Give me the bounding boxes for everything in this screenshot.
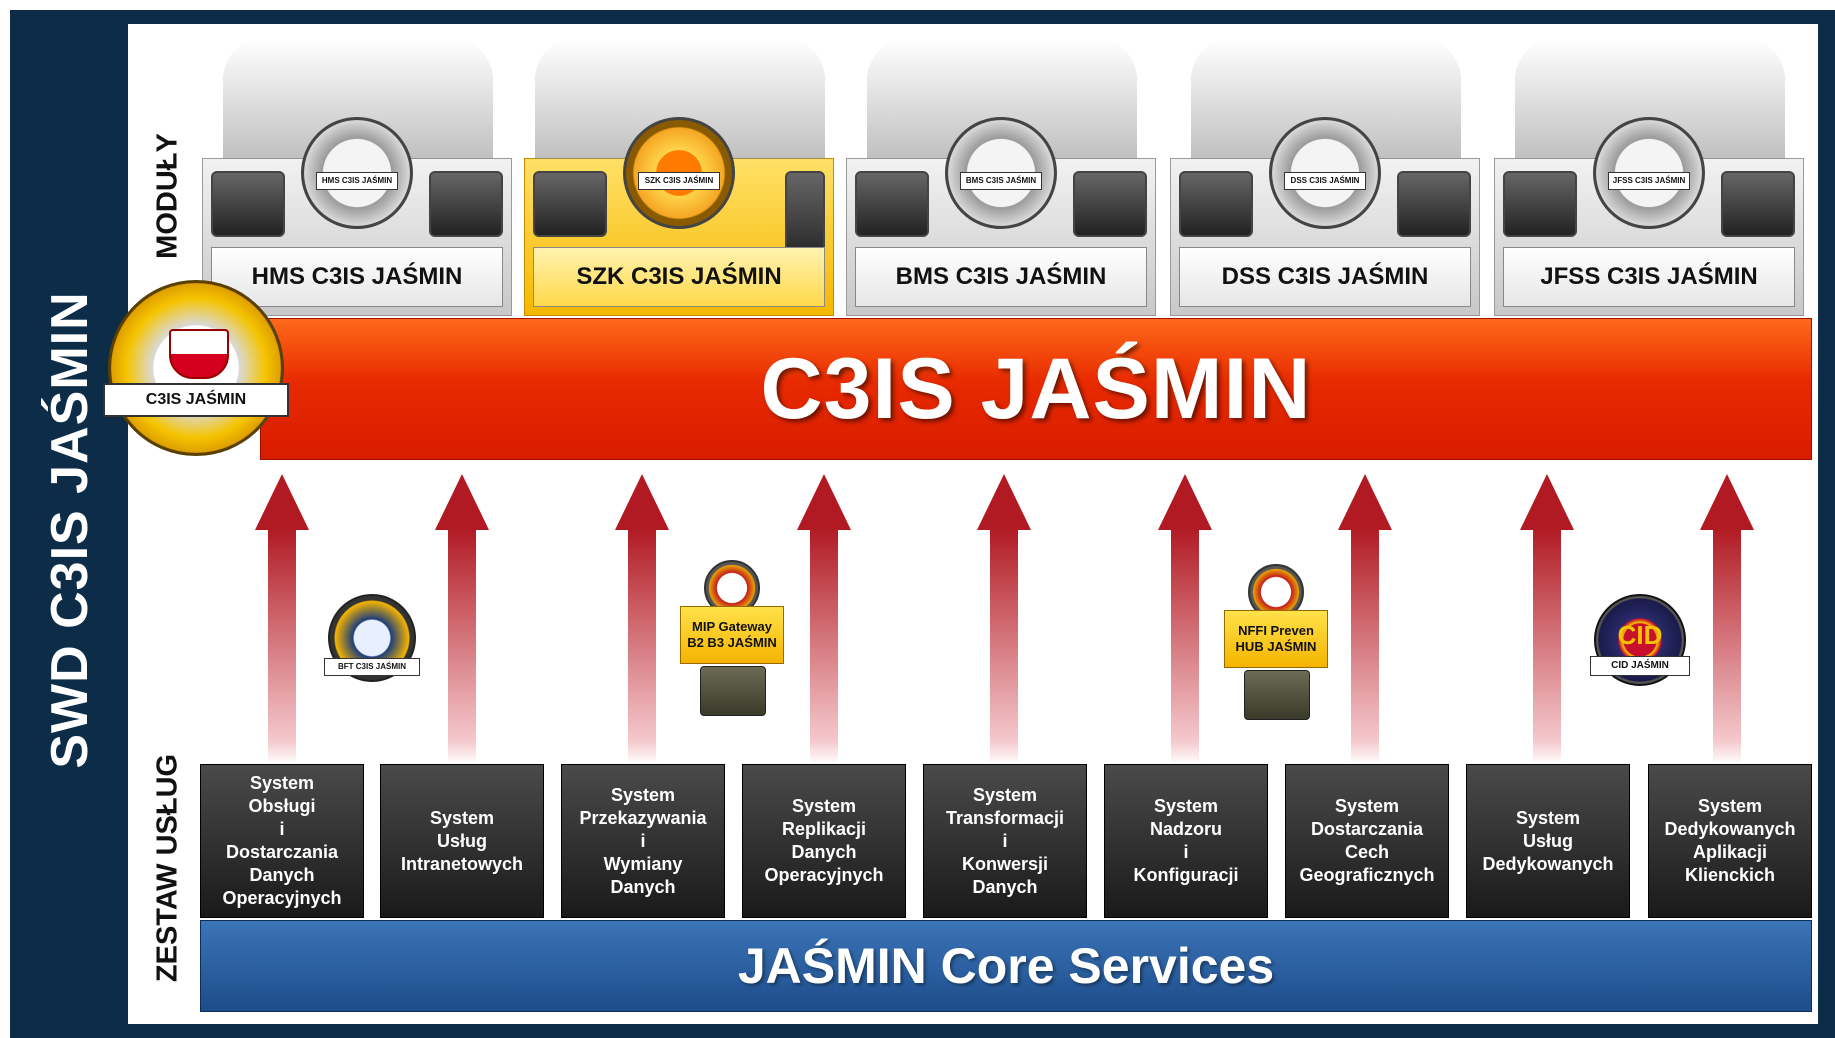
module-hms-device-icon bbox=[429, 171, 503, 237]
cid-badge: CID CID JAŚMIN bbox=[1590, 594, 1690, 694]
service-box[interactable]: System Obsługi i Dostarczania Danych Ope… bbox=[200, 764, 364, 918]
arrow-up-icon bbox=[255, 474, 309, 764]
module-hms-device-icon bbox=[211, 171, 285, 237]
module-jfss-badge-text: JFSS C3IS JAŚMIN bbox=[1608, 172, 1690, 190]
service-box[interactable]: System Transformacji i Konwersji Danych bbox=[923, 764, 1087, 918]
mip-gateway: MIP Gateway B2 B3 JAŚMIN bbox=[680, 560, 784, 720]
side-title-text: SWD C3IS JAŚMIN bbox=[41, 291, 99, 769]
service-label: System Przekazywania i Wymiany Danych bbox=[579, 784, 707, 897]
module-jfss-device-icon bbox=[1503, 171, 1577, 237]
service-box[interactable]: System Przekazywania i Wymiany Danych bbox=[561, 764, 725, 918]
module-hms-label: HMS C3IS JAŚMIN bbox=[211, 247, 503, 307]
module-szk-badge-text: SZK C3IS JAŚMIN bbox=[638, 172, 720, 190]
mip-gateway-label: MIP Gateway B2 B3 JAŚMIN bbox=[680, 606, 784, 664]
arrow-up-icon bbox=[1338, 474, 1392, 764]
module-dss[interactable]: DSS C3IS JAŚMIN DSS C3IS JAŚMIN bbox=[1170, 39, 1480, 316]
bft-badge: BFT C3IS JAŚMIN bbox=[324, 594, 420, 690]
arrow-up-icon bbox=[615, 474, 669, 764]
module-szk-label: SZK C3IS JAŚMIN bbox=[533, 247, 825, 307]
nffi-hub-label: NFFI Preven HUB JAŚMIN bbox=[1224, 610, 1328, 668]
nffi-hub: NFFI Preven HUB JAŚMIN bbox=[1224, 564, 1328, 724]
arrow-up-icon bbox=[977, 474, 1031, 764]
bft-badge-text: BFT C3IS JAŚMIN bbox=[324, 658, 420, 676]
service-label: System Dostarczania Cech Geograficznych bbox=[1299, 796, 1435, 885]
arrow-up-icon bbox=[797, 474, 851, 764]
service-label: System Transformacji i Konwersji Danych bbox=[945, 784, 1065, 897]
module-hms-badge-text: HMS C3IS JAŚMIN bbox=[316, 172, 398, 190]
module-bms[interactable]: BMS C3IS JAŚMIN BMS C3IS JAŚMIN bbox=[846, 39, 1156, 316]
service-box[interactable]: System Usług Intranetowych bbox=[380, 764, 544, 918]
service-box[interactable]: System Dedykowanych Aplikacji Klienckich bbox=[1648, 764, 1812, 918]
service-label: System Usług Intranetowych bbox=[400, 807, 524, 874]
module-jfss-label: JFSS C3IS JAŚMIN bbox=[1503, 247, 1795, 307]
modules-label-text: MODUŁY bbox=[151, 133, 184, 259]
module-bms-label: BMS C3IS JAŚMIN bbox=[855, 247, 1147, 307]
cid-logo-text: CID bbox=[1617, 620, 1663, 650]
module-dss-label: DSS C3IS JAŚMIN bbox=[1179, 247, 1471, 307]
service-box[interactable]: System Usług Dedykowanych bbox=[1466, 764, 1630, 918]
arrow-up-icon bbox=[435, 474, 489, 764]
side-title: SWD C3IS JAŚMIN bbox=[28, 232, 112, 828]
module-szk-badge-icon: SZK C3IS JAŚMIN bbox=[623, 117, 735, 229]
service-label: System Obsługi i Dostarczania Danych Ope… bbox=[222, 773, 342, 908]
arrow-up-icon bbox=[1158, 474, 1212, 764]
module-hms[interactable]: HMS C3IS JAŚMIN HMS C3IS JAŚMIN bbox=[202, 39, 512, 316]
module-dss-device-icon bbox=[1179, 171, 1253, 237]
module-jfss-device-icon bbox=[1721, 171, 1795, 237]
cid-badge-text: CID JAŚMIN bbox=[1590, 656, 1690, 676]
services-set-label-text: ZESTAW USŁUG bbox=[151, 753, 184, 983]
mip-gateway-device-icon bbox=[700, 666, 766, 716]
module-bms-device-icon bbox=[1073, 171, 1147, 237]
module-jfss[interactable]: JFSS C3IS JAŚMIN JFSS C3IS JAŚMIN bbox=[1494, 39, 1804, 316]
service-label: System Replikacji Danych Operacyjnych bbox=[764, 796, 884, 885]
service-label: System Nadzoru i Konfiguracji bbox=[1133, 796, 1239, 885]
main-emblem-icon: C3IS JAŚMIN bbox=[103, 280, 289, 456]
module-dss-badge-icon: DSS C3IS JAŚMIN bbox=[1269, 117, 1381, 229]
module-szk-device-icon bbox=[533, 171, 607, 237]
module-bms-badge-icon: BMS C3IS JAŚMIN bbox=[945, 117, 1057, 229]
module-szk[interactable]: SZK C3IS JAŚMIN SZK C3IS JAŚMIN bbox=[524, 39, 834, 316]
arrow-up-icon bbox=[1520, 474, 1574, 764]
service-label: System Usług Dedykowanych bbox=[1482, 807, 1614, 874]
module-bms-device-icon bbox=[855, 171, 929, 237]
service-box[interactable]: System Dostarczania Cech Geograficznych bbox=[1285, 764, 1449, 918]
nffi-hub-device-icon bbox=[1244, 670, 1310, 720]
service-label: System Dedykowanych Aplikacji Klienckich bbox=[1664, 796, 1796, 885]
c3is-band-title: C3IS JAŚMIN bbox=[760, 340, 1312, 437]
main-emblem-ribbon: C3IS JAŚMIN bbox=[103, 383, 289, 417]
module-bms-badge-text: BMS C3IS JAŚMIN bbox=[960, 172, 1042, 190]
module-hms-badge-icon: HMS C3IS JAŚMIN bbox=[301, 117, 413, 229]
core-services-bar: JAŚMIN Core Services bbox=[200, 920, 1812, 1012]
eagle-icon bbox=[169, 329, 229, 379]
service-box[interactable]: System Nadzoru i Konfiguracji bbox=[1104, 764, 1268, 918]
arrow-up-icon bbox=[1700, 474, 1754, 764]
core-services-title: JAŚMIN Core Services bbox=[737, 938, 1275, 994]
module-dss-device-icon bbox=[1397, 171, 1471, 237]
c3is-band: C3IS JAŚMIN bbox=[260, 318, 1812, 460]
module-jfss-badge-icon: JFSS C3IS JAŚMIN bbox=[1593, 117, 1705, 229]
module-dss-badge-text: DSS C3IS JAŚMIN bbox=[1284, 172, 1366, 190]
service-box[interactable]: System Replikacji Danych Operacyjnych bbox=[742, 764, 906, 918]
